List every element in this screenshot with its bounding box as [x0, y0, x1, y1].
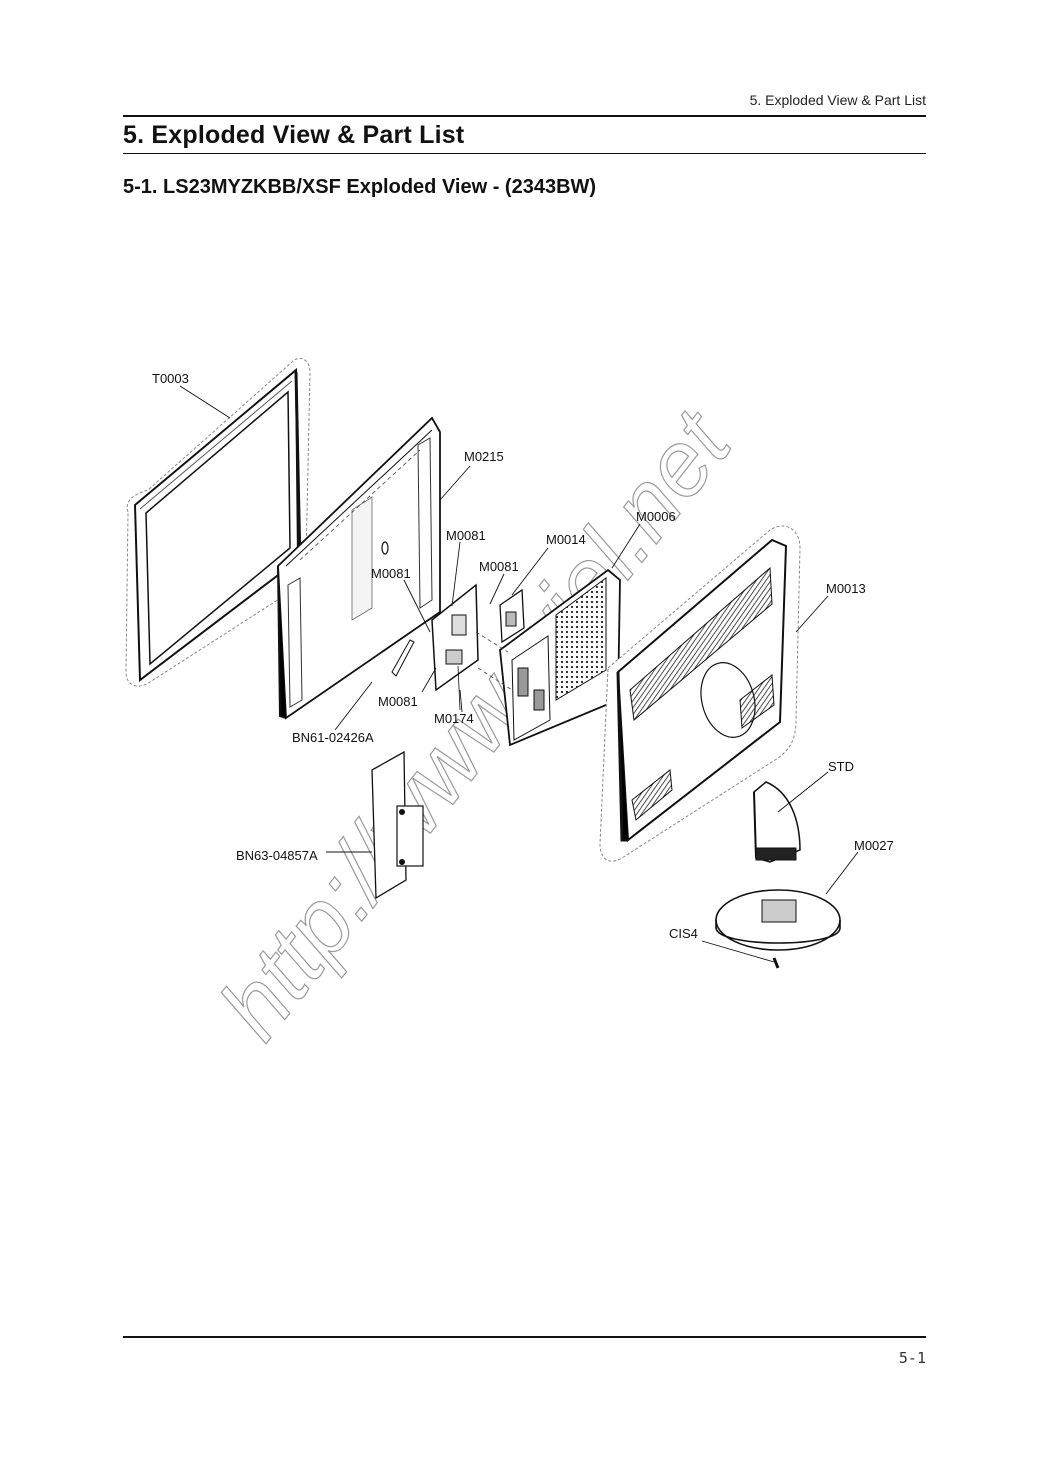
- callout-cis4: CIS4: [669, 926, 698, 941]
- running-header: 5. Exploded View & Part List: [749, 92, 926, 108]
- bracket-bn61: [391, 639, 415, 677]
- callout-m0081-b: M0081: [479, 559, 519, 574]
- lcd-panel-m0215: [277, 416, 441, 720]
- callout-m0027: M0027: [854, 838, 894, 853]
- leader-lines: [179, 385, 859, 963]
- page-number: 5-1: [898, 1349, 926, 1367]
- stand-base-m0027: [715, 889, 841, 969]
- stand-neck-std: [753, 781, 801, 863]
- callout-labels: T0003 M0215 M0081 M0014 M0006 M0081 M008…: [152, 371, 894, 941]
- callout-std: STD: [828, 759, 854, 774]
- bracket-bn63: [371, 750, 424, 900]
- shield-m0006: [475, 568, 621, 747]
- main-board-m0174: [431, 583, 479, 711]
- callout-m0174: M0174: [434, 711, 474, 726]
- callout-bn63: BN63-04857A: [236, 848, 318, 863]
- callout-m0006: M0006: [636, 509, 676, 524]
- front-bezel-t0003: [125, 357, 311, 687]
- callout-m0014: M0014: [546, 532, 586, 547]
- callout-m0215: M0215: [464, 449, 504, 464]
- footer-rule: [123, 1336, 926, 1338]
- section-title: 5. Exploded View & Part List: [123, 121, 465, 149]
- callout-m0081-c: M0081: [371, 566, 411, 581]
- callout-m0081-d: M0081: [378, 694, 418, 709]
- sub-board-m0014: [499, 588, 525, 644]
- rear-cover-m0013: [599, 525, 801, 862]
- header-rule: [123, 115, 926, 117]
- title-rule: [123, 153, 926, 154]
- callout-m0013: M0013: [826, 581, 866, 596]
- callout-t0003: T0003: [152, 371, 189, 386]
- callout-m0081-a: M0081: [446, 528, 486, 543]
- subsection-title: 5-1. LS23MYZKBB/XSF Exploded View - (234…: [123, 176, 597, 198]
- callout-bn61: BN61-02426A: [292, 730, 374, 745]
